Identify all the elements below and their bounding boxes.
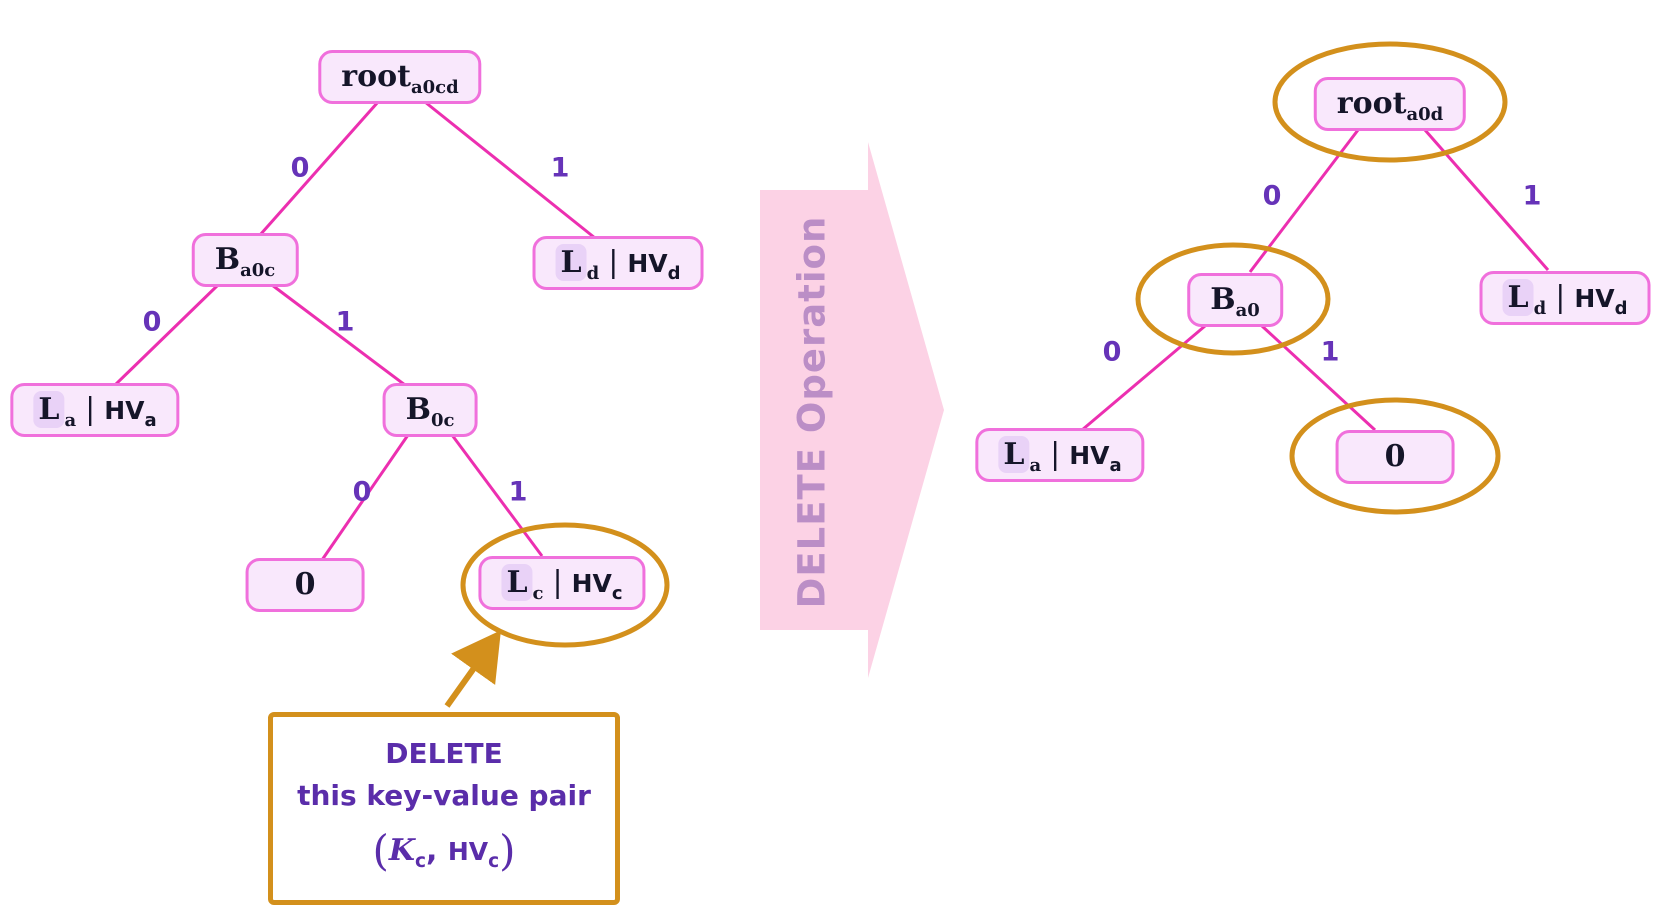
node-separator: | (1050, 437, 1061, 472)
edge-left-root-b (258, 101, 380, 236)
node-key-sub: d (586, 263, 600, 284)
node-hash-sub: d (1614, 298, 1628, 319)
open-paren: ( (372, 826, 389, 875)
node-separator: | (1555, 280, 1566, 315)
edge-label-0: 0 (142, 306, 162, 338)
edge-label-0: 0 (1262, 180, 1282, 212)
node-key: L (33, 391, 65, 428)
edge-left-b0c-zero (320, 434, 410, 561)
edge-label-0: 0 (352, 476, 372, 508)
node-key-sub: a (64, 410, 77, 431)
node-hash-value: HV (1574, 284, 1615, 313)
ring-right-zero (1289, 397, 1501, 515)
node-key-sub: a0c (240, 260, 276, 281)
node-key: B (214, 242, 241, 277)
node-left-b0c: B0c (382, 383, 478, 437)
ring-left-lc (460, 522, 670, 648)
node-hash-value: HV (1069, 441, 1110, 470)
edge-right-b-la (1081, 324, 1206, 432)
node-key-sub: a (1029, 455, 1042, 476)
node-key: B (405, 392, 431, 427)
callout-line1: DELETE (385, 737, 503, 770)
ring-right-root (1272, 41, 1508, 163)
node-right-zero: 0 (1335, 430, 1455, 484)
node-key: B (1210, 282, 1236, 317)
edge-label-0: 0 (1102, 336, 1122, 368)
node-hash-value: HV (571, 569, 612, 598)
node-key: root (1336, 86, 1407, 121)
node-key-sub: c (532, 583, 544, 604)
node-left-zero: 0 (245, 558, 365, 612)
edge-label-1: 1 (1522, 180, 1542, 212)
key-symbol-sub: c (414, 851, 426, 872)
edge-label-1: 1 (335, 306, 355, 338)
callout-formula: (Kc, HVc) (281, 819, 607, 882)
node-left-root: roota0cd (318, 50, 482, 104)
close-paren: ) (499, 826, 516, 875)
key-symbol: K (388, 833, 415, 868)
node-key: L (555, 244, 587, 281)
node-key: root (341, 59, 411, 94)
edge-right-b-zero (1260, 324, 1377, 432)
node-separator: | (552, 565, 563, 600)
node-right-ba0: Ba0 (1187, 273, 1283, 327)
node-key: L (501, 564, 533, 601)
edge-left-root-ld (424, 100, 596, 240)
node-hash-value: HV (627, 249, 668, 278)
hash-symbol: HV (447, 837, 489, 866)
edge-label-1: 1 (1320, 336, 1340, 368)
node-key: L (1502, 279, 1534, 316)
node-key-sub: d (1533, 298, 1547, 319)
edge-label-0: 0 (290, 152, 310, 184)
formula-comma: , (425, 833, 448, 868)
edge-left-b-la (113, 283, 220, 387)
edge-label-1: 1 (508, 476, 528, 508)
node-left-ba0c: Ba0c (191, 233, 299, 287)
node-hash-sub: a (1109, 455, 1122, 476)
node-hash-sub: c (611, 583, 623, 604)
callout-pointer-arrow (444, 630, 501, 708)
edge-left-b-b0c (271, 283, 406, 387)
node-hash-sub: d (667, 263, 681, 284)
node-right-root: roota0d (1313, 77, 1467, 131)
node-key-sub: a0 (1235, 300, 1260, 321)
edge-left-b0c-lc (450, 434, 544, 557)
hash-symbol-sub: c (488, 851, 500, 872)
node-key: 0 (294, 567, 316, 602)
node-separator: | (608, 245, 619, 280)
node-key: L (998, 436, 1030, 473)
callout-line2: this key-value pair (297, 779, 591, 812)
node-key: 0 (1384, 439, 1406, 474)
delete-operation-arrow (760, 142, 944, 678)
edge-label-1: 1 (550, 152, 570, 184)
node-hash-sub: a (144, 410, 157, 431)
node-key-sub: 0c (430, 410, 455, 431)
operation-arrow-label: DELETE Operation (790, 215, 834, 609)
node-key-sub: a0cd (410, 77, 459, 98)
ring-right-ba0 (1135, 242, 1331, 356)
delete-callout-box: DELETE this key-value pair (Kc, HVc) (268, 712, 620, 905)
node-key-sub: a0d (1406, 104, 1444, 125)
node-hash-value: HV (104, 396, 145, 425)
node-separator: | (85, 392, 96, 427)
